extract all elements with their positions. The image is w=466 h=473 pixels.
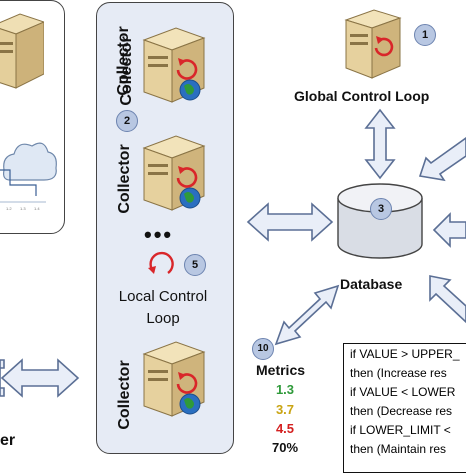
local-control-loop-label: Local Control Loop xyxy=(118,288,208,327)
step-badge-5: 5 xyxy=(184,254,206,276)
metric-value: 70% xyxy=(271,440,299,455)
double-arrow-icon xyxy=(432,212,466,248)
server-icon xyxy=(142,135,206,211)
double-arrow-icon xyxy=(429,275,466,324)
metric-value: 4.5 xyxy=(275,421,295,436)
server-icon xyxy=(142,341,206,417)
loop-arrow-icon xyxy=(148,251,174,274)
rule-line: then (Decrease res xyxy=(350,404,453,418)
double-arrow-icon xyxy=(246,202,334,242)
global-control-loop-label: Global Control Loop xyxy=(294,88,430,104)
server-icon xyxy=(0,13,44,89)
double-arrow-icon xyxy=(0,358,80,398)
step-badge-3: 3 xyxy=(370,198,392,220)
rule-line: if LOWER_LIMIT < xyxy=(350,423,451,437)
ellipsis: ••• xyxy=(144,222,174,247)
cloud-icon: 1.2 1.3 1.4 xyxy=(0,142,57,211)
metric-value: 3.7 xyxy=(275,402,295,417)
rule-line: if VALUE < LOWER xyxy=(350,385,456,399)
rules-box: if VALUE > UPPER_ then (Increase res if … xyxy=(343,343,466,473)
metric-value: 1.3 xyxy=(275,382,295,397)
svg-text:1.2: 1.2 xyxy=(6,206,12,211)
metrics-title: Metrics xyxy=(256,362,306,378)
server-icon xyxy=(142,27,206,103)
rule-line: then (Increase res xyxy=(350,366,447,380)
step-badge-10: 10 xyxy=(252,338,274,360)
svg-text:1.4: 1.4 xyxy=(34,206,40,211)
step-badge-1: 1 xyxy=(414,24,436,46)
double-arrow-icon xyxy=(364,108,396,180)
step-badge-2: 2 xyxy=(116,110,138,132)
database-label: Database xyxy=(340,276,403,292)
rule-line: if VALUE > UPPER_ xyxy=(350,347,460,361)
double-arrow-icon xyxy=(418,137,466,182)
rule-line: then (Maintain res xyxy=(350,442,447,456)
svg-text:1.3: 1.3 xyxy=(20,206,26,211)
database-icon xyxy=(337,183,423,259)
double-arrow-icon xyxy=(274,284,340,346)
server-icon xyxy=(344,9,402,79)
left-partial-label: er xyxy=(0,432,16,449)
